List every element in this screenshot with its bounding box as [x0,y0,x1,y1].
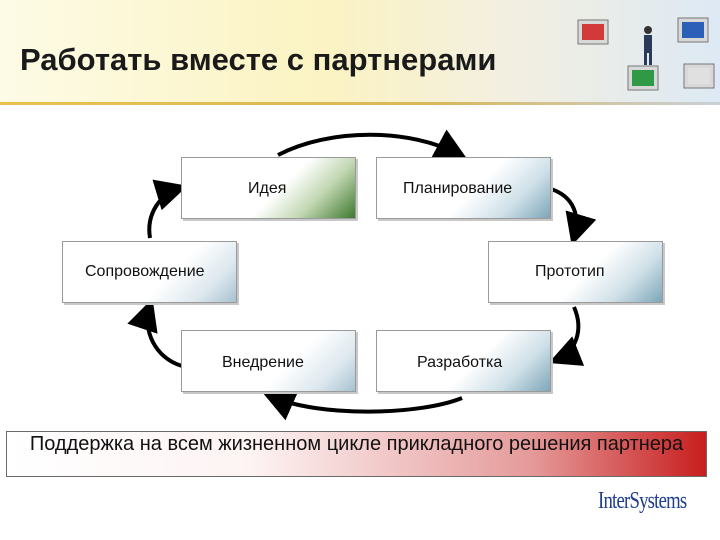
arrow-maintenance-to-idea [147,179,188,239]
stage-label: Идея [248,180,287,197]
stage-label: Планирование [403,180,513,197]
stage-prototype: Прототип [488,241,663,303]
stage-idea: Идея [181,157,356,219]
arrow-idea-to-planning [277,129,468,159]
stage-deployment: Внедрение [181,330,356,392]
stage-maintenance: Сопровождение [62,241,237,303]
stage-development: Разработка [376,330,551,392]
monitor-icon [627,65,659,91]
lifecycle-caption: Поддержка на всем жизненном цикле прикла… [6,431,707,477]
monitor-icon [577,19,609,45]
slide-title: Работать вместе с партнерами [20,42,497,77]
arrow-planning-to-prototype [547,186,597,246]
person-figure-icon [644,26,652,65]
monitor-icon [677,17,709,43]
stage-label: Разработка [417,354,503,371]
header-decoration [577,17,715,91]
arrow-prototype-to-development [548,306,585,366]
arrow-development-to-deployment [262,390,463,421]
stage-label: Сопровождение [85,263,205,280]
stage-label: Внедрение [222,354,304,371]
intersystems-logo: InterSystems [598,488,687,514]
stage-planning: Планирование [376,157,551,219]
header-rule [0,102,720,105]
arrow-deployment-to-maintenance [127,298,183,368]
stage-label: Прототип [535,263,605,280]
monitor-icon [683,63,715,89]
header-band [0,0,720,104]
